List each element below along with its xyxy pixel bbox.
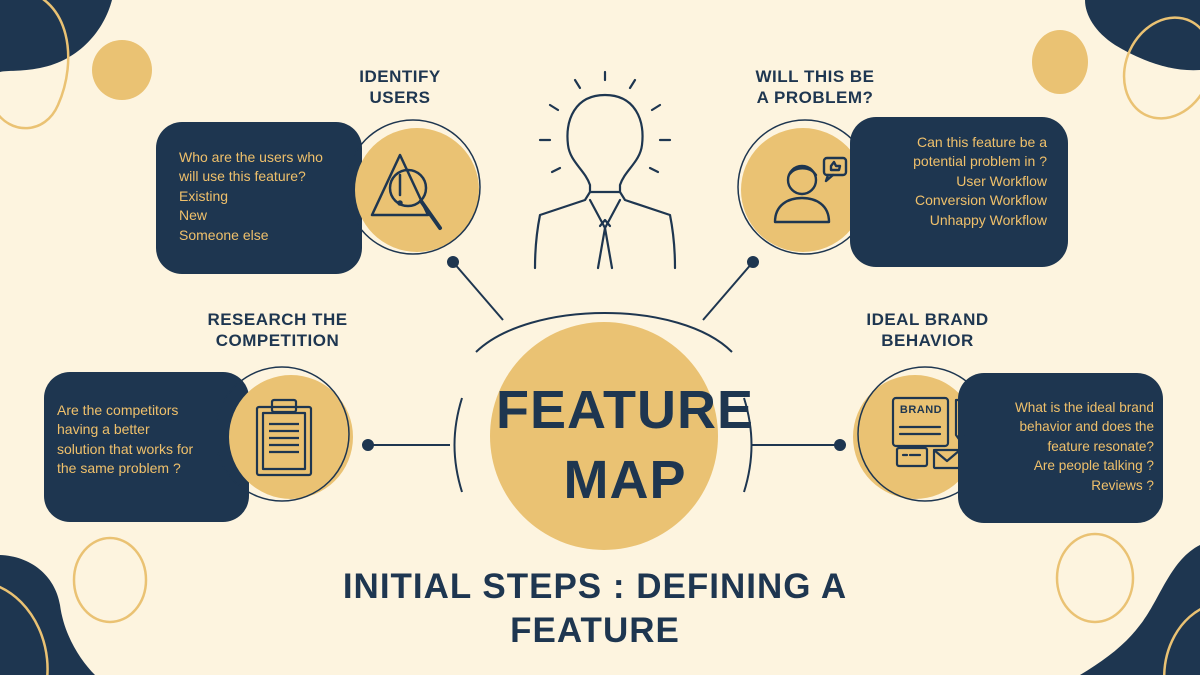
ring-top-left [0, 0, 70, 130]
node-brand [853, 366, 1163, 523]
dot-top-left [92, 40, 152, 100]
dot-top-right [1032, 30, 1088, 94]
center-title: FEATURE MAP [496, 380, 754, 510]
connector-top-right [702, 261, 754, 321]
text-brand: What is the ideal brand behavior and doe… [1014, 400, 1154, 493]
box-problem [850, 117, 1068, 267]
connector-top-left [452, 261, 504, 321]
connectors [362, 256, 846, 493]
ring-bottom-right-2 [1055, 532, 1135, 624]
ring-bottom-left [0, 585, 49, 675]
text-identify-users: Who are the users who will use this feat… [179, 149, 323, 243]
clipboard-icon [255, 398, 313, 477]
heading-identify-users: IDENTIFY USERS [359, 67, 441, 107]
brand-card-icon [891, 396, 968, 470]
node-identify-users [156, 119, 481, 274]
heading-brand: IDEAL BRAND BEHAVIOR [866, 310, 989, 350]
ring-top-right [1122, 16, 1200, 120]
lightbulb-person-icon [533, 70, 677, 270]
blob-top-right [1085, 0, 1200, 71]
center-arc-top [475, 312, 733, 353]
center-arc-right [743, 397, 753, 493]
blob-top-left [0, 0, 112, 72]
box-competition [44, 372, 249, 522]
page-title: INITIAL STEPS : DEFINING A FEATURE [342, 567, 848, 650]
warning-magnifier-icon [370, 153, 442, 230]
box-identify-users [156, 122, 362, 274]
ring-bottom-right [1163, 608, 1200, 675]
text-competition: Are the competitors having a better solu… [57, 402, 194, 477]
center-circle [490, 322, 718, 550]
center-arc-left [453, 397, 463, 493]
node-problem [737, 117, 1068, 267]
box-brand [958, 373, 1163, 523]
heading-competition: RESEARCH THE COMPETITION [207, 310, 348, 350]
icon-circle-problem [741, 128, 865, 252]
blob-bottom-right [1080, 545, 1200, 675]
heading-problem: WILL THIS BE A PROBLEM? [755, 67, 875, 107]
ring-bottom-left-2 [72, 536, 148, 624]
node-competition [44, 366, 353, 522]
brand-icon-label: BRAND [899, 404, 943, 416]
text-problem: Can this feature be a potential problem … [913, 134, 1047, 228]
user-feedback-icon [773, 156, 848, 224]
blob-bottom-left [0, 555, 95, 675]
